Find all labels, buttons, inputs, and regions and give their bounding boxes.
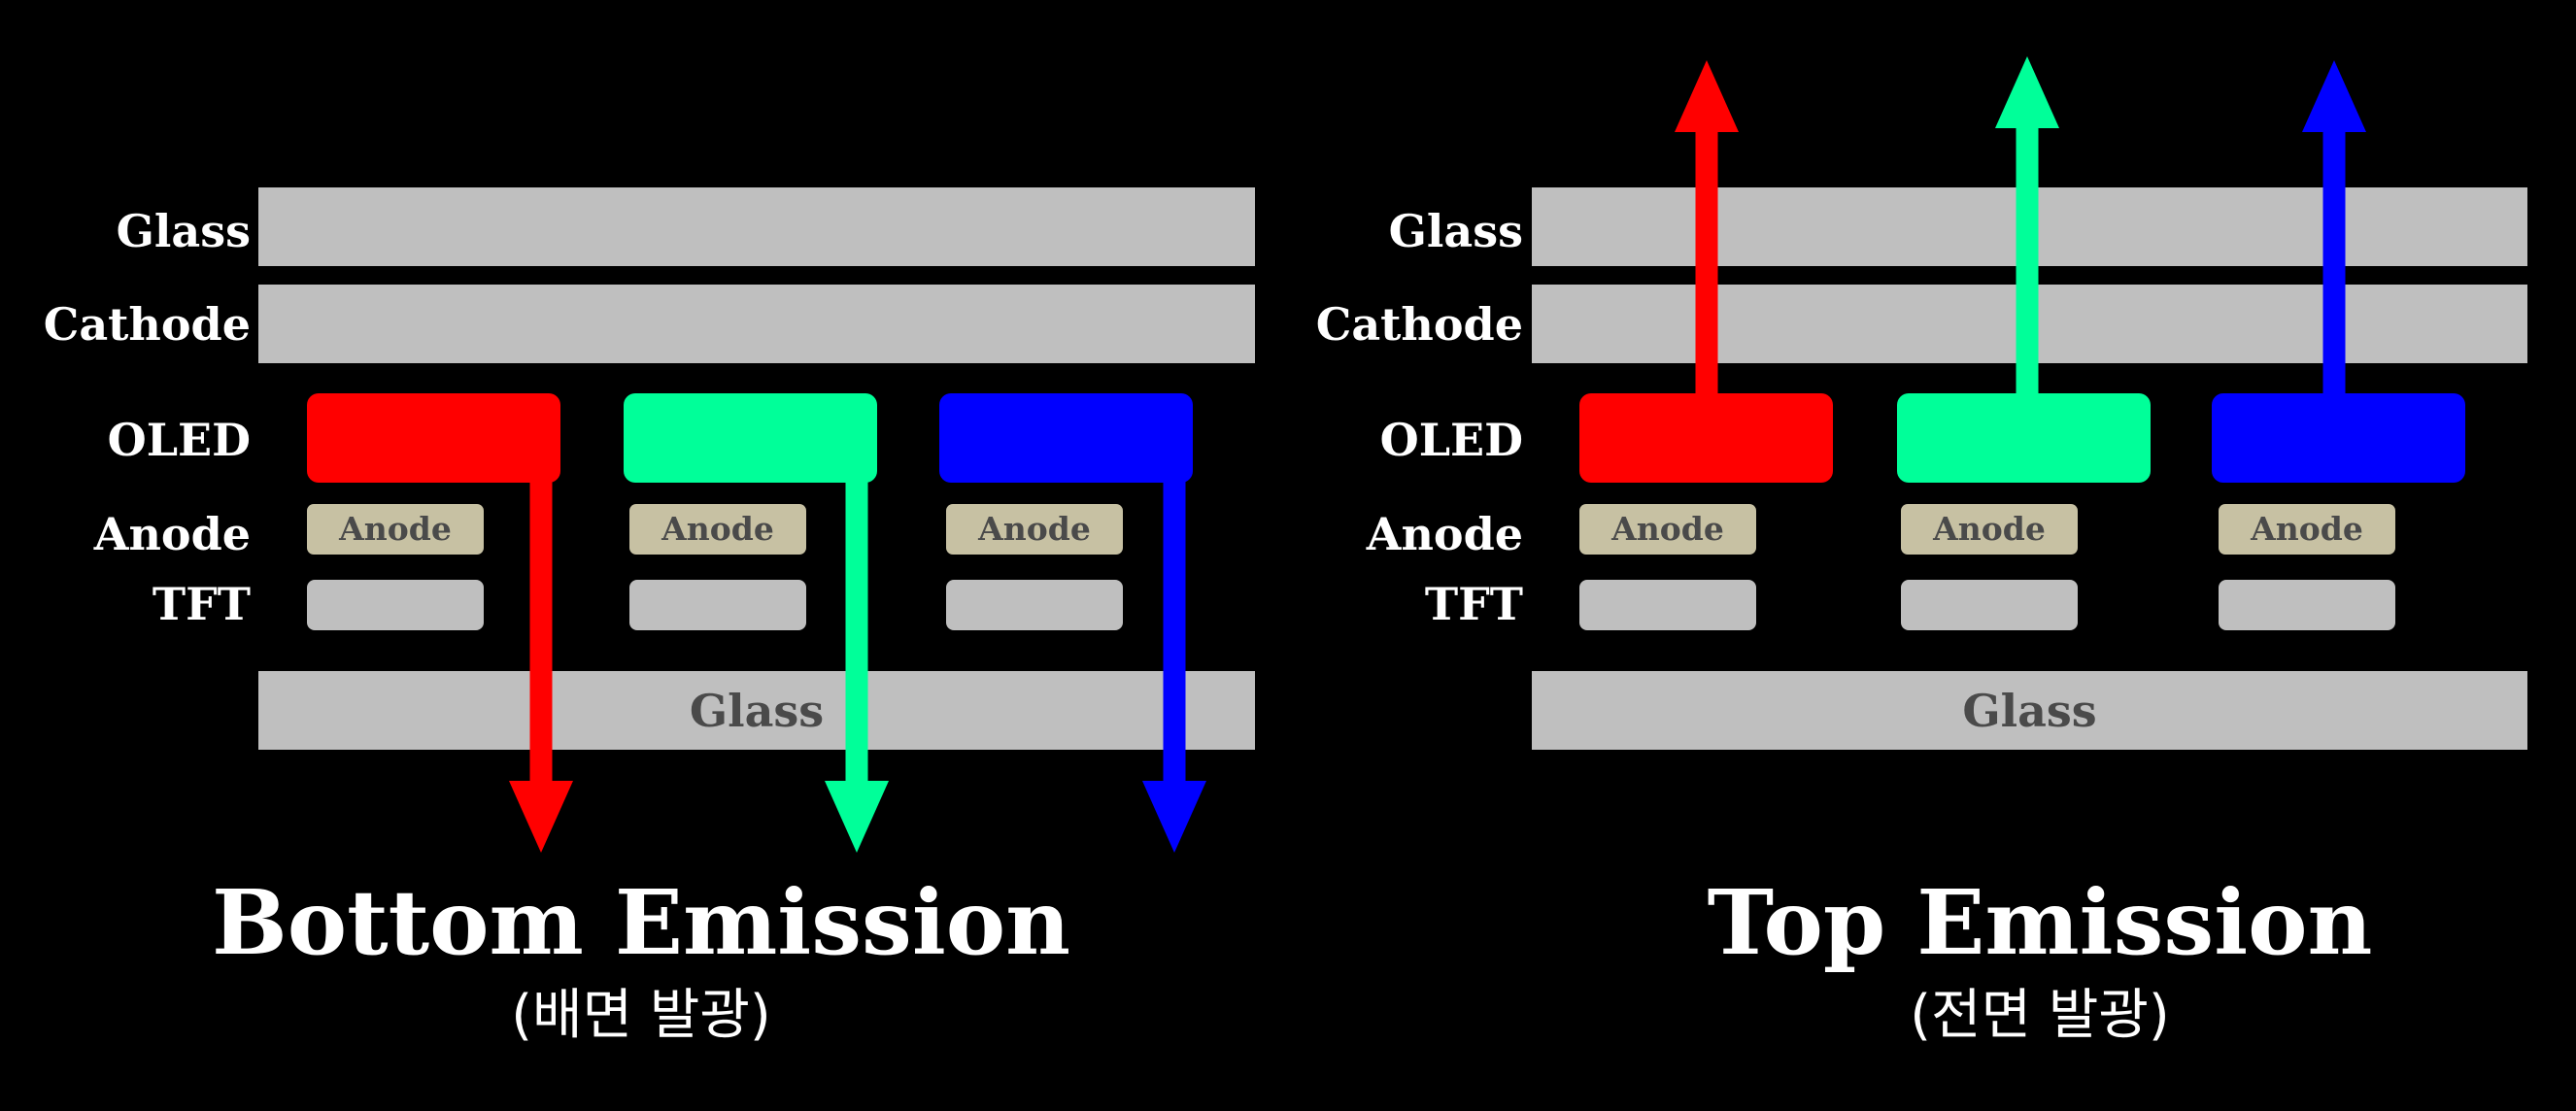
anode-green: Anode bbox=[1901, 504, 2078, 555]
glass-top-layer bbox=[258, 187, 1255, 266]
tft-red bbox=[1579, 580, 1756, 630]
top-emission-title: Top Emission bbox=[1707, 870, 2373, 975]
oled-label: OLED bbox=[1379, 414, 1523, 466]
cathode-layer bbox=[258, 285, 1255, 363]
anode-label: Anode bbox=[93, 508, 251, 560]
tft-green bbox=[629, 580, 806, 630]
glass-top-layer bbox=[1532, 187, 2527, 266]
tft-green bbox=[1901, 580, 2078, 630]
tft-blue bbox=[946, 580, 1123, 630]
tft-blue bbox=[2219, 580, 2395, 630]
oled-blue bbox=[939, 393, 1193, 483]
top-emission-subtitle: (전면 발광) bbox=[1910, 984, 2170, 1047]
anode-label: Anode bbox=[1366, 508, 1523, 560]
glass-top-label: Glass bbox=[116, 205, 251, 257]
oled-green bbox=[1897, 393, 2151, 483]
anode-red: Anode bbox=[307, 504, 484, 555]
oled-blue bbox=[2212, 393, 2465, 483]
tft-label: TFT bbox=[152, 578, 251, 630]
anode-green: Anode bbox=[629, 504, 806, 555]
oled-label: OLED bbox=[107, 414, 251, 466]
anode-blue: Anode bbox=[2219, 504, 2395, 555]
glass-bottom-layer: Glass bbox=[258, 671, 1255, 750]
bottom-emission-panel: Glass Cathode OLED Anode TFT Anode Anode… bbox=[0, 0, 1272, 1111]
oled-red bbox=[1579, 393, 1833, 483]
glass-bottom-layer: Glass bbox=[1532, 671, 2527, 750]
top-emission-panel: Glass Cathode OLED Anode TFT Anode Anode… bbox=[1272, 0, 2545, 1111]
cathode-layer bbox=[1532, 285, 2527, 363]
anode-blue: Anode bbox=[946, 504, 1123, 555]
glass-bottom-label: Glass bbox=[689, 684, 825, 737]
oled-red bbox=[307, 393, 560, 483]
glass-bottom-label: Glass bbox=[1962, 684, 2097, 737]
cathode-label: Cathode bbox=[1315, 298, 1523, 351]
tft-label: TFT bbox=[1424, 578, 1523, 630]
cathode-label: Cathode bbox=[43, 298, 251, 351]
glass-top-label: Glass bbox=[1388, 205, 1523, 257]
anode-red: Anode bbox=[1579, 504, 1756, 555]
tft-red bbox=[307, 580, 484, 630]
bottom-emission-subtitle: (배면 발광) bbox=[511, 984, 771, 1047]
bottom-emission-title: Bottom Emission bbox=[211, 870, 1071, 975]
oled-green bbox=[624, 393, 877, 483]
